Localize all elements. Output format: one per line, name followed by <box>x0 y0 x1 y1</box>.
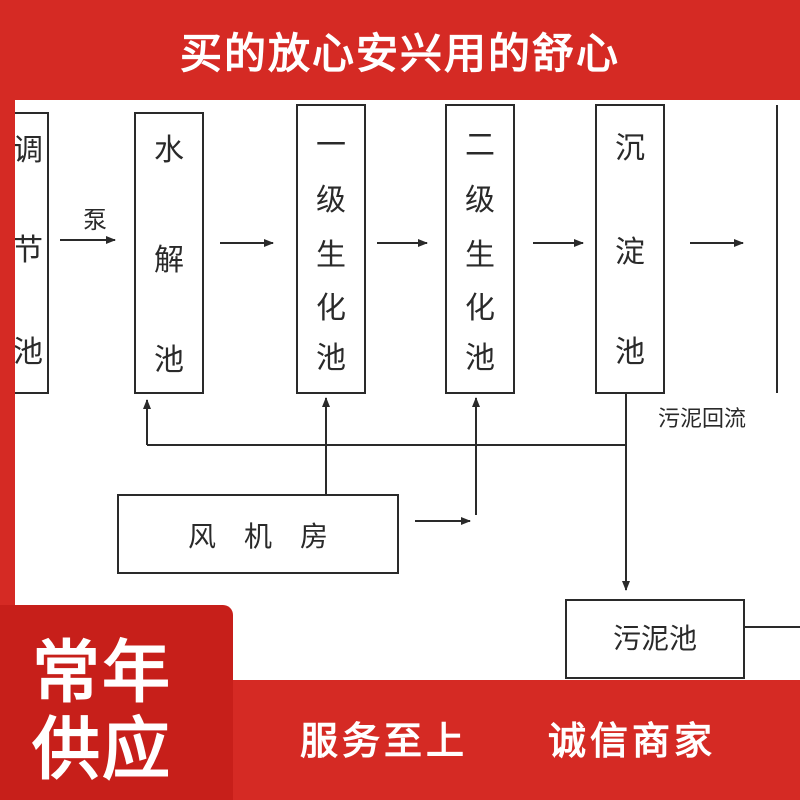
blower-room-label: 风 机 房 <box>188 520 328 553</box>
top-banner: 买的放心安兴用的舒心 <box>0 0 800 100</box>
sludge-tank-label: 污泥池 <box>613 622 697 655</box>
badge-line-2: 供应 <box>32 711 173 790</box>
box-sediment-char-1: 沉 <box>615 131 645 166</box>
blower-room-box <box>117 494 399 574</box>
box-bio1-char-5: 池 <box>316 341 346 376</box>
supply-badge: 常年 供应 <box>0 605 233 800</box>
box-hydrolysis-char-2: 解 <box>154 243 184 278</box>
sludge-return-label: 污泥回流 <box>658 407 746 432</box>
pump-label: 泵 <box>83 206 107 234</box>
box-bio2-char-5: 池 <box>465 341 495 376</box>
bottom-slogan-bar <box>233 680 800 800</box>
sludge-tank-box <box>565 599 745 679</box>
box-bio2-char-1: 二 <box>465 128 495 163</box>
process-flow-diagram: 调 节 池 水 解 池 一 级 生 化 池 二 级 生 化 池 沉 淀 池 泵 … <box>15 100 800 680</box>
box-hydrolysis <box>134 112 204 394</box>
box-bio1-char-2: 级 <box>316 183 346 218</box>
slogan-service: 服务至上 <box>300 719 469 763</box>
banner-title: 买的放心安兴用的舒心 <box>179 28 620 78</box>
box-hydrolysis-char-3: 池 <box>154 343 184 378</box>
box-sediment-char-2: 淀 <box>615 235 645 270</box>
box-hydrolysis-char-1: 水 <box>154 133 184 168</box>
box-sediment <box>595 104 665 394</box>
flow-diagram-svg: 调 节 池 水 解 池 一 级 生 化 池 二 级 生 化 池 沉 淀 池 泵 … <box>15 104 800 679</box>
box-cut-left-char-2: 节 <box>15 233 43 268</box>
box-bio2-char-3: 生 <box>465 238 495 273</box>
box-bio2-char-2: 级 <box>465 183 495 218</box>
box-bio1-char-3: 生 <box>316 238 346 273</box>
box-cut-left <box>15 112 49 394</box>
box-cut-left-char-3: 池 <box>15 335 43 370</box>
box-bio1-char-1: 一 <box>316 128 346 163</box>
box-sediment-char-3: 池 <box>615 335 645 370</box>
badge-line-1: 常年 <box>32 634 173 713</box>
box-cut-left-char-1: 调 <box>15 133 43 168</box>
box-bio2 <box>445 104 515 394</box>
slogan-trust: 诚信商家 <box>548 719 717 763</box>
box-bio1 <box>296 104 366 394</box>
box-bio2-char-4: 化 <box>465 291 495 326</box>
box-bio1-char-4: 化 <box>316 291 346 326</box>
